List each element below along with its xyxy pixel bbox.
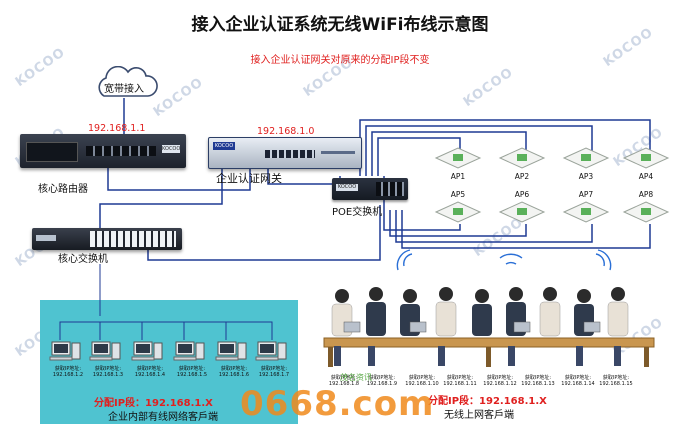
client-ip: 192.168.1.11 <box>443 381 477 387</box>
ip-caption: 获取IP地址: <box>446 375 474 381</box>
page-subtitle: 接入企业认证网关对原来的分配IP段不变 <box>250 55 430 66</box>
gateway-label: 企业认证网关 <box>216 172 282 185</box>
access-point-icon <box>562 201 610 223</box>
ip-caption: 获取IP地址: <box>94 366 122 372</box>
access-point-icon <box>622 147 670 169</box>
client-ip: 192.168.1.5 <box>176 372 208 378</box>
brand-badge: KOCOO <box>336 184 358 191</box>
site-watermark-small: 茂名资讯 <box>340 373 372 382</box>
desktop-pc-icon <box>255 341 287 361</box>
ip-caption: 获取IP地址: <box>136 366 164 372</box>
access-point-label: AP3 <box>578 172 594 181</box>
page-title: 接入企业认证系统无线WiFi布线示意图 <box>191 15 489 35</box>
poe-switch-device: KOCOO <box>332 178 408 200</box>
access-point-label: AP4 <box>638 172 654 181</box>
access-point: AP4 <box>620 146 672 181</box>
core-router-label: 核心路由器 <box>38 184 88 195</box>
ip-caption: 获取IP地址: <box>408 375 436 381</box>
cloud-label: 宽带接入 <box>104 84 144 95</box>
desktop-pc-icon <box>49 341 81 361</box>
site-watermark-logo: 0668.com <box>240 384 435 424</box>
wireless-section-label: 无线上网客戶端 <box>444 410 514 421</box>
client-ip: 192.168.1.10 <box>405 381 439 387</box>
access-point-label: AP5 <box>450 190 466 199</box>
access-point: AP2 <box>496 146 548 181</box>
client-ip: 192.168.1.8 <box>328 381 360 387</box>
ip-caption: 获取IP地址: <box>260 366 288 372</box>
core-router-ip: 192.168.1.1 <box>88 123 146 134</box>
access-point-icon <box>622 201 670 223</box>
wired-client-panel <box>40 300 298 424</box>
ip-caption: 获取IP地址: <box>524 375 552 381</box>
client-ip: 192.168.1.4 <box>134 372 166 378</box>
wired-pc: 获取IP地址: 192.168.1.4 <box>128 340 172 378</box>
brand-badge: KOCOO <box>162 145 181 153</box>
wired-pc: 获取IP地址: 192.168.1.7 <box>252 340 296 378</box>
client-ip: 192.168.1.6 <box>218 372 250 378</box>
access-point-label: AP8 <box>638 190 654 199</box>
client-ip: 192.168.1.15 <box>599 381 633 387</box>
access-point-icon <box>498 147 546 169</box>
access-point-label: AP2 <box>514 172 530 181</box>
wired-pc: 获取IP地址: 192.168.1.5 <box>170 340 214 378</box>
wired-pc: 获取IP地址: 192.168.1.3 <box>86 340 130 378</box>
access-point-label: AP7 <box>578 190 594 199</box>
wired-ip-range: 分配IP段：192.168.1.X <box>94 398 213 409</box>
access-point-icon <box>562 147 610 169</box>
poe-switch-label: POE交换机 <box>332 207 383 218</box>
access-point: AP1 <box>432 146 484 181</box>
access-point-label: AP1 <box>450 172 466 181</box>
ip-caption: 获取IP地址: <box>54 366 82 372</box>
access-point: AP5 <box>432 190 484 226</box>
client-ip: 192.168.1.7 <box>258 372 290 378</box>
access-point: AP8 <box>620 190 672 226</box>
client-ip: 192.168.1.12 <box>483 381 517 387</box>
access-point-icon <box>434 201 482 223</box>
desktop-pc-icon <box>215 341 247 361</box>
gateway-ip: 192.168.1.0 <box>257 126 315 137</box>
access-point-icon <box>434 147 482 169</box>
ip-caption: 获取IP地址: <box>486 375 514 381</box>
wired-pc: 获取IP地址: 192.168.1.2 <box>46 340 90 378</box>
wireless-users-illustration <box>323 287 655 367</box>
client-ip: 192.168.1.14 <box>561 381 595 387</box>
desktop-pc-icon <box>89 341 121 361</box>
wired-section-label: 企业内部有线网络客戶端 <box>108 412 218 423</box>
core-switch-device <box>32 228 182 250</box>
client-ip: 192.168.1.3 <box>92 372 124 378</box>
gateway-device: KOCOO <box>208 137 362 169</box>
ip-caption: 获取IP地址: <box>602 375 630 381</box>
ip-caption: 获取IP地址: <box>178 366 206 372</box>
core-switch-label: 核心交换机 <box>58 254 108 265</box>
access-point: AP6 <box>496 190 548 226</box>
client-ip: 192.168.1.13 <box>521 381 555 387</box>
access-point: AP7 <box>560 190 612 226</box>
brand-badge: KOCOO <box>213 142 235 150</box>
ip-caption: 获取IP地址: <box>368 375 396 381</box>
core-router-device: KOCOO <box>20 134 186 168</box>
client-ip: 192.168.1.9 <box>366 381 398 387</box>
access-point: AP3 <box>560 146 612 181</box>
ip-caption: 获取IP地址: <box>564 375 592 381</box>
cloud-icon <box>98 66 158 97</box>
desktop-pc-icon <box>173 341 205 361</box>
access-point-icon <box>498 201 546 223</box>
access-point-label: AP6 <box>514 190 530 199</box>
wired-pc: 获取IP地址: 192.168.1.6 <box>212 340 256 378</box>
client-ip: 192.168.1.2 <box>52 372 84 378</box>
ip-caption: 获取IP地址: <box>220 366 248 372</box>
ip-caption: 获取IP地址: <box>330 375 358 381</box>
desktop-pc-icon <box>131 341 163 361</box>
wireless-ip-range: 分配IP段：192.168.1.X <box>428 396 547 407</box>
